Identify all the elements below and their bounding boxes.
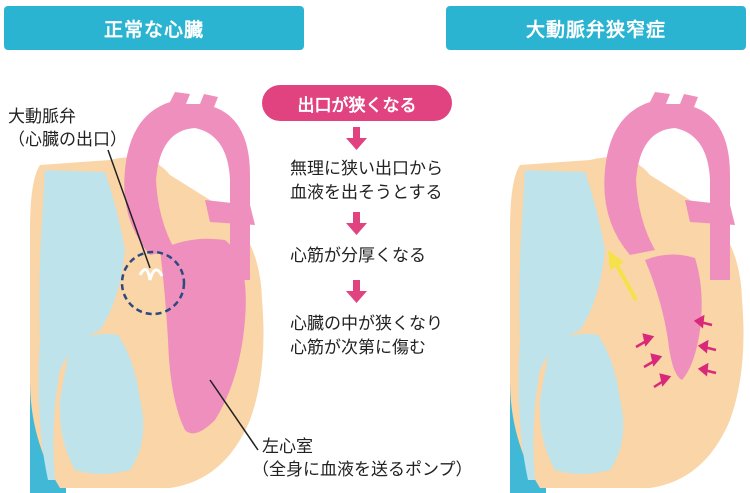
flow-step-1-line1: 無理に狭い出口から [290, 159, 443, 179]
flow-step-1: 無理に狭い出口から 血液を出そうとする [290, 157, 443, 205]
flow-step-2-line1: 心筋が分厚くなる [290, 246, 426, 266]
title-normal-heart: 正常な心臓 [4, 6, 304, 50]
jet-arrow-head [608, 250, 624, 270]
stenosis-right-chambers [518, 170, 605, 480]
valve-label-line1: 大動脈弁 [8, 107, 76, 127]
aorta [124, 92, 250, 280]
pulmonary-vein [205, 200, 255, 225]
flow-arrows [346, 127, 367, 303]
right-ventricle [59, 333, 144, 474]
flow-step-3: 心臓の中が狭くなり 心筋が次第に傷む [290, 312, 443, 360]
flow-start-pill: 出口が狭くなる [262, 85, 452, 121]
valve-label-line2: （心臓の出口） [8, 130, 127, 150]
title-aortic-stenosis: 大動脈弁狭窄症 [446, 6, 746, 50]
valve-label: 大動脈弁 （心臓の出口） [8, 106, 127, 152]
ventricle-label-line1: 左心室 [262, 437, 313, 457]
stenosis-pulmonary-vein [685, 200, 735, 225]
stenosis-aorta [604, 92, 730, 280]
left-ventricle [160, 238, 246, 434]
stenosis-narrow-ventricle [645, 254, 702, 380]
right-chambers [38, 170, 125, 480]
flow-step-1-line2: 血液を出そうとする [290, 183, 443, 203]
stenosis-right-ventricle [539, 333, 624, 474]
pressure-arrows [635, 314, 717, 389]
valve-pointer-line [107, 149, 151, 269]
aortic-valve-circle [120, 250, 186, 316]
flow-step-2: 心筋が分厚くなる [290, 244, 426, 268]
flow-step-3-line1: 心臓の中が狭くなり [290, 314, 443, 334]
flow-step-3-line2: 心筋が次第に傷む [290, 338, 426, 358]
ventricle-label-line2: （全身に血液を送るポンプ） [252, 460, 473, 480]
jet-arrow-shaft [613, 261, 638, 301]
ventricle-label: 左心室 （全身に血液を送るポンプ） [252, 436, 473, 482]
aortic-valve-leaflets [138, 268, 164, 281]
ventricle-pointer-line [209, 379, 259, 451]
